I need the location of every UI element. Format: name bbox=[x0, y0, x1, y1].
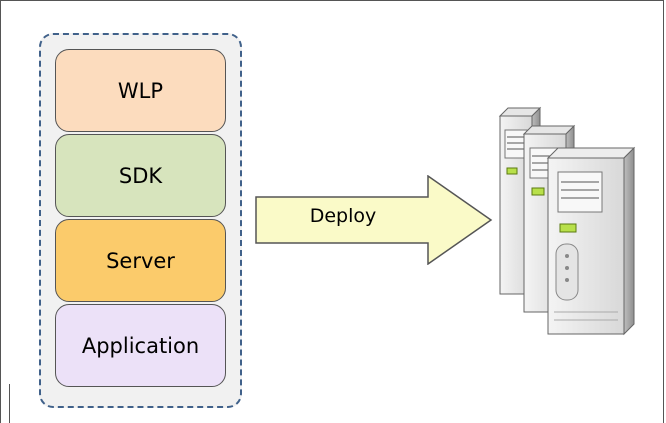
layer-application-label: Application bbox=[81, 333, 200, 358]
layer-sdk: SDK bbox=[55, 134, 226, 217]
layer-server-label: Server bbox=[106, 248, 175, 273]
server-cluster-icon bbox=[498, 106, 636, 336]
frame-edge bbox=[9, 384, 10, 423]
layer-server: Server bbox=[55, 219, 226, 302]
layer-application: Application bbox=[55, 304, 226, 387]
layer-sdk-label: SDK bbox=[118, 163, 163, 188]
layer-wlp: WLP bbox=[55, 49, 226, 132]
deploy-arrow bbox=[255, 175, 493, 265]
server-tower-icon bbox=[546, 146, 636, 336]
deploy-label: Deploy bbox=[309, 205, 377, 227]
layer-wlp-label: WLP bbox=[117, 78, 164, 103]
